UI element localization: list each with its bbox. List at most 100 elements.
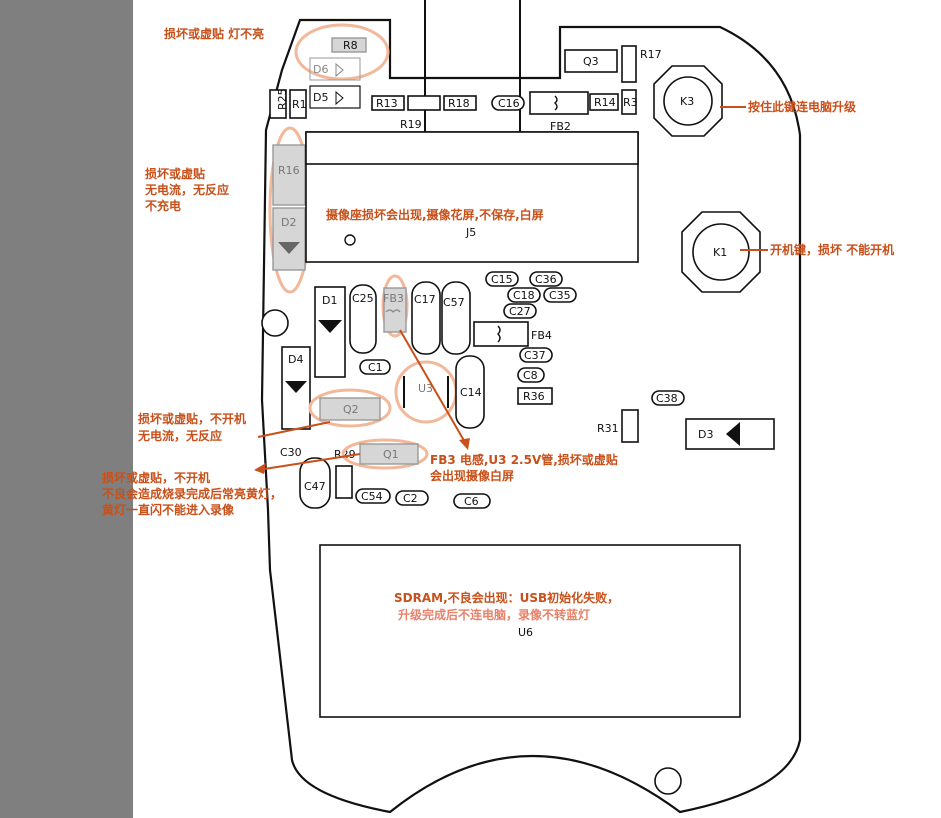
c14-part — [455, 355, 485, 429]
q2-highlight-ring — [308, 388, 392, 428]
r19-part — [407, 95, 441, 111]
fb3-note-line1: FB3 电感,U3 2.5V管,损坏或虚贴 — [430, 452, 618, 467]
c36-label: C36 — [535, 273, 557, 286]
r8-label: R8 — [343, 39, 358, 52]
q2-note-arrow — [257, 421, 331, 438]
c54-label: C54 — [361, 490, 383, 503]
c38-label: C38 — [656, 392, 678, 405]
j5-connector-top — [305, 131, 639, 165]
d4-label: D4 — [288, 353, 303, 366]
fb3-note-arrow — [399, 329, 467, 445]
d2-diode-icon — [278, 242, 300, 254]
r16-note-line3: 不充电 — [145, 198, 181, 213]
r18-part — [443, 95, 477, 111]
c14-label: C14 — [460, 386, 482, 399]
c2-label: C2 — [403, 492, 418, 505]
c27-part — [503, 303, 537, 319]
r14-part — [589, 93, 619, 111]
d5-diode-icon — [335, 90, 344, 106]
c18-part — [507, 287, 541, 303]
c38-part — [651, 390, 685, 406]
r8-part — [331, 37, 367, 53]
fb3-highlight-ring — [381, 274, 409, 338]
r36-label: R36 — [523, 390, 545, 403]
d2-label: D2 — [281, 216, 296, 229]
r8-highlight-ring — [294, 23, 390, 81]
c15-label: C15 — [491, 273, 513, 286]
c37-label: C37 — [524, 349, 546, 362]
c35-part — [543, 287, 577, 303]
r19-label: R19 — [400, 118, 422, 131]
r16-part — [272, 144, 306, 206]
c8-part — [517, 367, 545, 383]
q1-note-arrow — [257, 453, 361, 471]
c6-part — [453, 493, 491, 509]
u3-part-edges — [403, 376, 449, 408]
r25-part — [269, 89, 287, 119]
fb3-coil-icon — [385, 309, 401, 313]
mount-hole-bottom-right — [654, 767, 682, 795]
r17-part — [621, 45, 637, 83]
j5-label: J5 — [465, 226, 476, 239]
c2-part — [395, 490, 429, 506]
u6-note-line1: SDRAM,不良会出现：USB初始化失败， — [394, 590, 619, 605]
q2-label: Q2 — [343, 403, 359, 416]
u3-label: U3 — [418, 382, 433, 395]
k3-note: 按住此键连电脑升级 — [748, 99, 856, 114]
fb4-coil-icon — [497, 325, 501, 343]
r36-part — [517, 387, 553, 405]
fb2-part — [529, 91, 589, 115]
d4-diode-icon — [285, 381, 307, 393]
q1-note-line2: 不良会造成烧录完成后常亮黄灯， — [102, 486, 282, 501]
c18-label: C18 — [513, 289, 535, 302]
d6-diode-icon — [335, 62, 344, 78]
fb3-label: FB3 — [383, 292, 404, 305]
r16-label: R16 — [278, 164, 300, 177]
q1-note-line3: 黄灯一直闪不能进入录像 — [102, 502, 235, 517]
u6-label: U6 — [518, 626, 533, 639]
c54-part — [355, 488, 391, 504]
q2-note-line2: 无电流，无反应 — [137, 428, 222, 443]
u6-note-line2: 升级完成后不连电脑，录像不转蓝灯 — [398, 607, 590, 622]
viewer-left-margin — [0, 0, 133, 818]
mount-hole-left — [261, 309, 289, 337]
c1-part — [359, 359, 391, 375]
c27-label: C27 — [509, 305, 531, 318]
r16-note-line1: 损坏或虚贴 — [145, 166, 205, 181]
q1-note-arrowhead — [254, 463, 266, 474]
d1-label: D1 — [322, 294, 337, 307]
r13-part — [371, 95, 405, 111]
fb4-part — [473, 321, 529, 347]
fb3-note-arrowhead — [459, 438, 470, 450]
q1-note-line1: 损坏或虚贴，不开机 — [102, 470, 210, 485]
q1-label: Q1 — [383, 448, 399, 461]
r8-note: 损坏或虚贴 灯不亮 — [164, 26, 264, 41]
board-outline — [260, 18, 802, 814]
r17-label: R17 — [640, 48, 662, 61]
c17-label: C17 — [414, 293, 436, 306]
c15-part — [485, 271, 519, 287]
c6-label: C6 — [464, 495, 479, 508]
q3-part — [564, 49, 618, 73]
c37-part — [519, 347, 553, 363]
c36-part — [529, 271, 563, 287]
q1-highlight-ring — [341, 438, 429, 470]
q2-note-line1: 损坏或虚贴，不开机 — [138, 411, 246, 426]
fb2-label: FB2 — [550, 120, 571, 133]
d6-part — [309, 57, 361, 81]
j5-mount-hole — [344, 234, 356, 246]
c16-part — [491, 95, 525, 111]
r31-label: R31 — [597, 422, 619, 435]
k3-button-cap — [663, 76, 713, 126]
r13-label: R13 — [376, 97, 398, 110]
r29-part — [335, 465, 353, 499]
q3-label: Q3 — [583, 55, 599, 68]
fb4-label: FB4 — [531, 329, 552, 342]
r1-label: R1 — [292, 98, 307, 111]
c57-part — [441, 281, 471, 355]
d6-label: D6 — [313, 63, 328, 76]
c47-part — [299, 457, 331, 509]
r25-label: R25 — [276, 88, 289, 110]
d5-part — [309, 85, 361, 109]
